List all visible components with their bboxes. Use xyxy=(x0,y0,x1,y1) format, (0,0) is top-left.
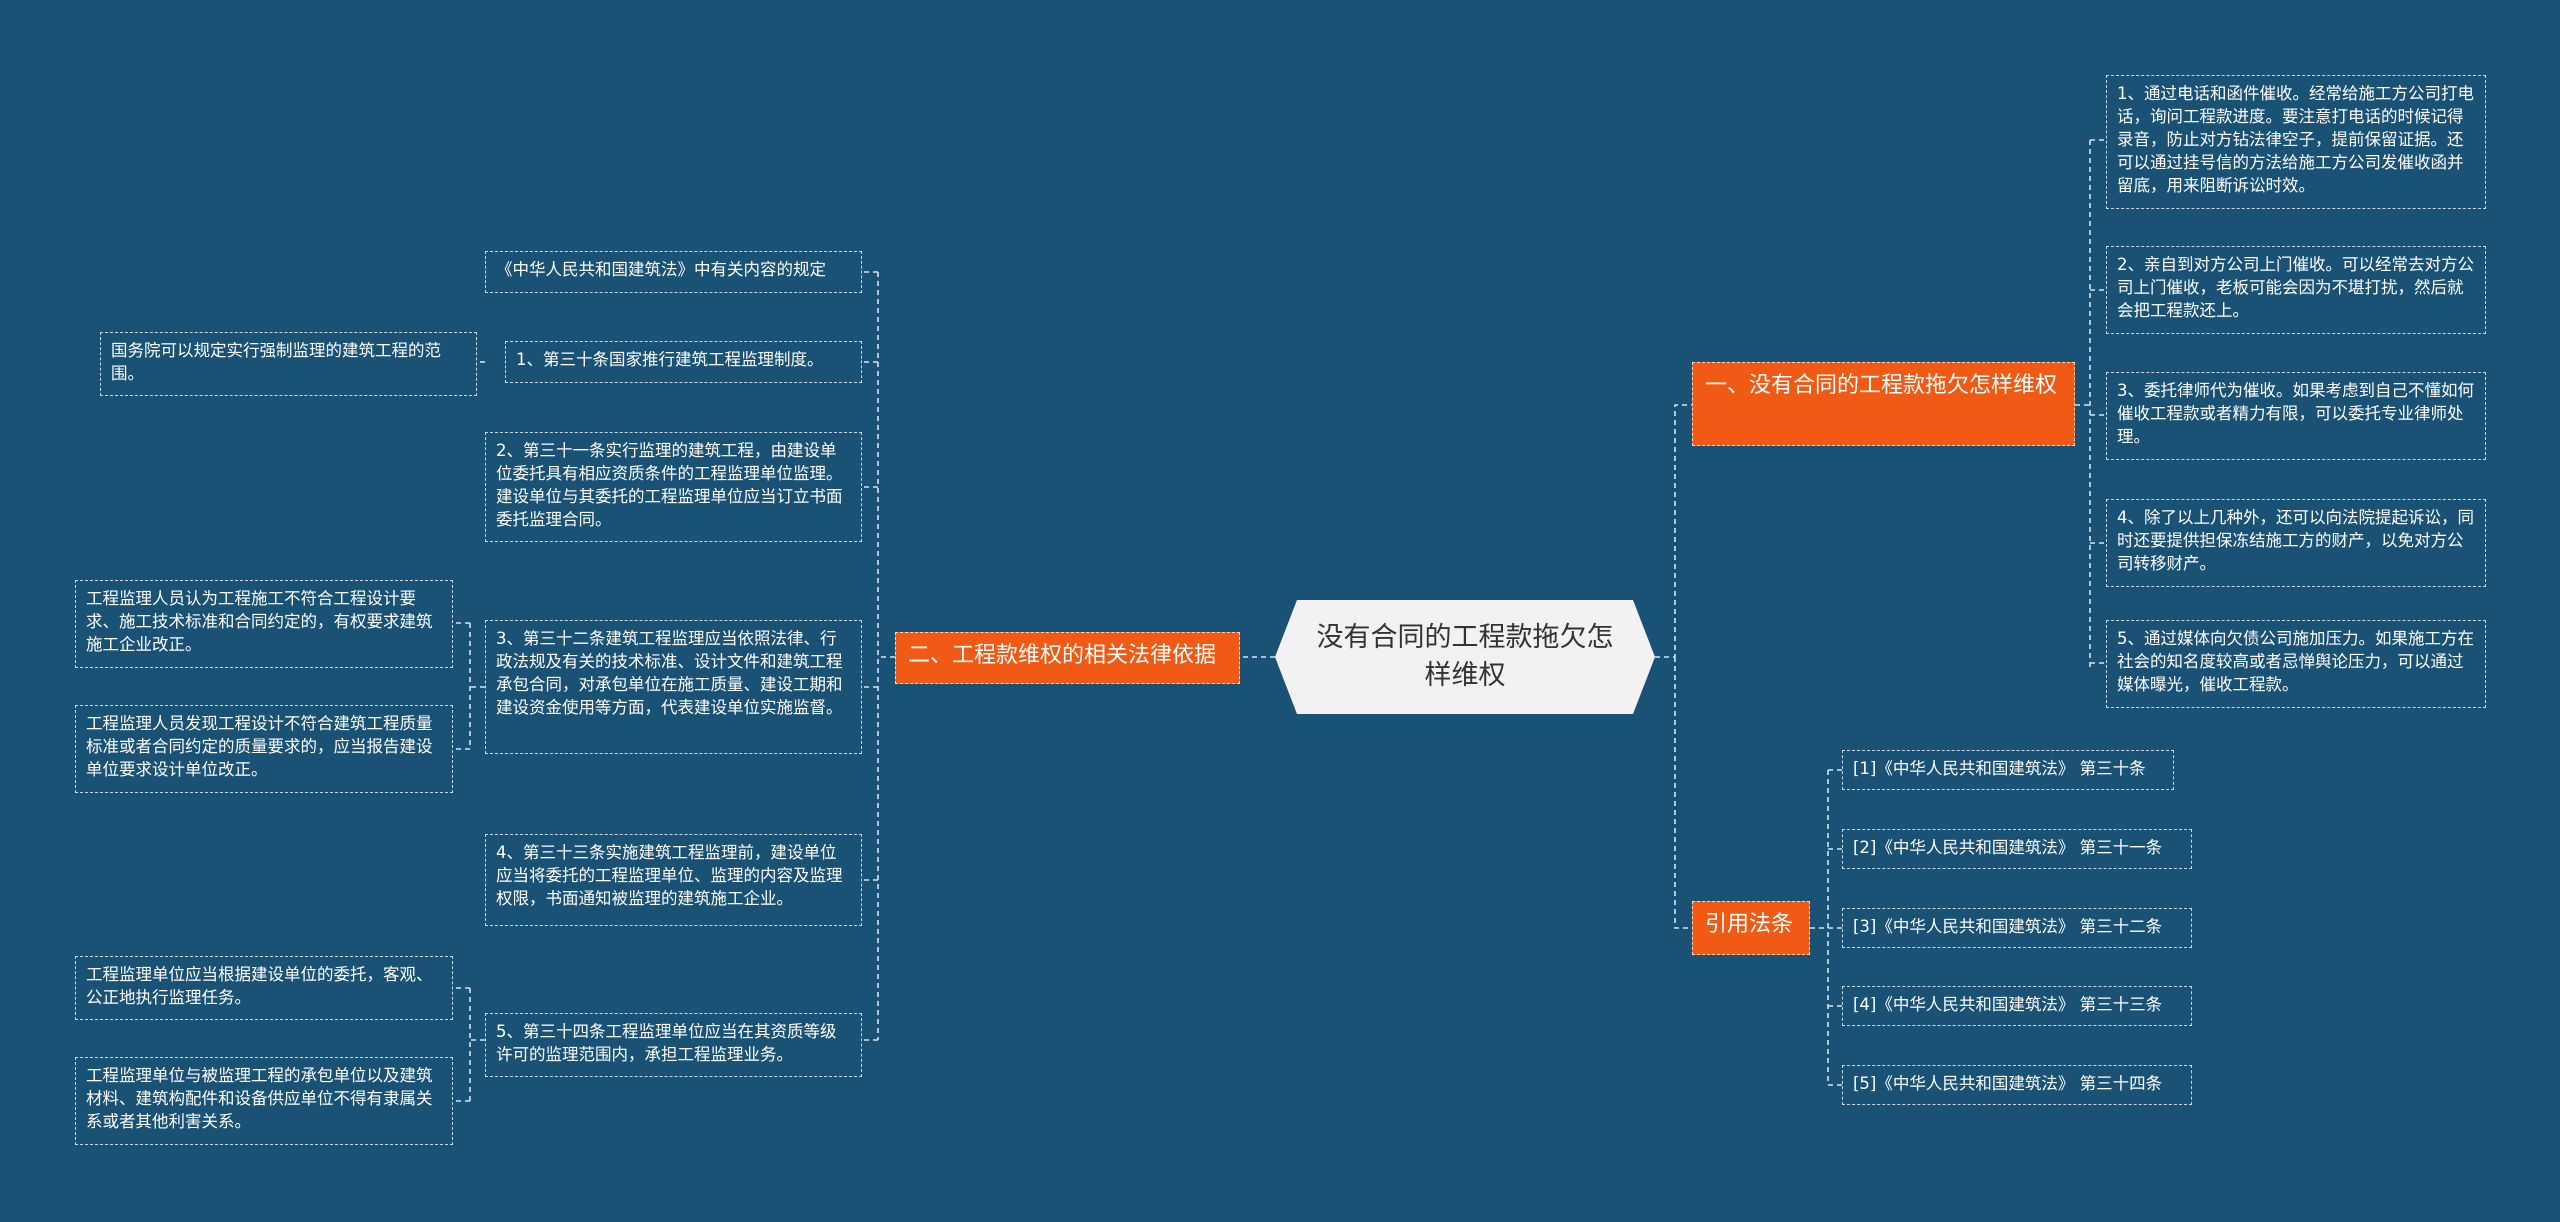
branch-left-label: 二、工程款维权的相关法律依据 xyxy=(908,643,1217,668)
link-left-sub3 xyxy=(453,622,485,750)
right1-item-1[interactable]: 1、通过电话和函件催收。经常给施工方公司打电话，询问工程款进度。要注意打电话的时… xyxy=(2106,75,2486,209)
left-sub-5b[interactable]: 工程监理单位与被监理工程的承包单位以及建筑材料、建筑构配件和设备供应单位不得有隶… xyxy=(75,1057,453,1145)
branch-right-1-label: 一、没有合同的工程款拖欠怎样维权 xyxy=(1705,373,2058,398)
branch-right-2-label: 引用法条 xyxy=(1705,912,1794,937)
branch-left[interactable]: 二、工程款维权的相关法律依据 xyxy=(895,632,1240,684)
left-item-5[interactable]: 5、第三十四条工程监理单位应当在其资质等级许可的监理范围内，承担工程监理业务。 xyxy=(485,1013,862,1077)
right2-item-3[interactable]: [3]《中华人民共和国建筑法》 第三十二条 xyxy=(1842,908,2192,948)
left-item-0[interactable]: 《中华人民共和国建筑法》中有关内容的规定 xyxy=(485,251,862,293)
root-title: 没有合同的工程款拖欠怎样维权 xyxy=(1316,622,1614,691)
branch-right-2[interactable]: 引用法条 xyxy=(1692,901,1810,955)
right1-item-4[interactable]: 4、除了以上几种外，还可以向法院提起诉讼，同时还要提供担保冻结施工方的财产，以免… xyxy=(2106,499,2486,587)
right1-item-3[interactable]: 3、委托律师代为催收。如果考虑到自己不懂如何催收工程款或者精力有限，可以委托专业… xyxy=(2106,372,2486,460)
left-item-4[interactable]: 4、第三十三条实施建筑工程监理前，建设单位应当将委托的工程监理单位、监理的内容及… xyxy=(485,834,862,926)
link-left-items xyxy=(862,271,895,1041)
root-node[interactable]: 没有合同的工程款拖欠怎样维权 xyxy=(1275,600,1655,714)
link-root-right xyxy=(1655,404,1692,929)
left-item-1[interactable]: 1、第三十条国家推行建筑工程监理制度。 xyxy=(505,341,862,383)
left-sub-5a[interactable]: 工程监理单位应当根据建设单位的委托，客观、公正地执行监理任务。 xyxy=(75,956,453,1020)
right1-item-2[interactable]: 2、亲自到对方公司上门催收。可以经常去对方公司上门催收，老板可能会因为不堪打扰，… xyxy=(2106,246,2486,334)
link-left-sub5 xyxy=(453,987,485,1102)
branch-right-1[interactable]: 一、没有合同的工程款拖欠怎样维权 xyxy=(1692,362,2075,446)
right2-item-1[interactable]: [1]《中华人民共和国建筑法》 第三十条 xyxy=(1842,750,2174,790)
left-sub-3b[interactable]: 工程监理人员发现工程设计不符合建筑工程质量标准或者合同约定的质量要求的，应当报告… xyxy=(75,705,453,793)
link-b1-items xyxy=(2075,139,2106,670)
right1-item-5[interactable]: 5、通过媒体向欠债公司施加压力。如果施工方在社会的知名度较高或者忌惮舆论压力，可… xyxy=(2106,620,2486,708)
left-sub-1[interactable]: 国务院可以规定实行强制监理的建筑工程的范围。 xyxy=(100,332,477,396)
right2-item-2[interactable]: [2]《中华人民共和国建筑法》 第三十一条 xyxy=(1842,829,2192,869)
right2-item-4[interactable]: [4]《中华人民共和国建筑法》 第三十三条 xyxy=(1842,986,2192,1026)
right2-item-5[interactable]: [5]《中华人民共和国建筑法》 第三十四条 xyxy=(1842,1065,2192,1105)
left-sub-3a[interactable]: 工程监理人员认为工程施工不符合工程设计要求、施工技术标准和合同约定的，有权要求建… xyxy=(75,580,453,668)
left-item-2[interactable]: 2、第三十一条实行监理的建筑工程，由建设单位委托具有相应资质条件的工程监理单位监… xyxy=(485,432,862,542)
left-item-3[interactable]: 3、第三十二条建筑工程监理应当依照法律、行政法规及有关的技术标准、设计文件和建筑… xyxy=(485,620,862,754)
link-b2-items xyxy=(1810,769,1842,1086)
